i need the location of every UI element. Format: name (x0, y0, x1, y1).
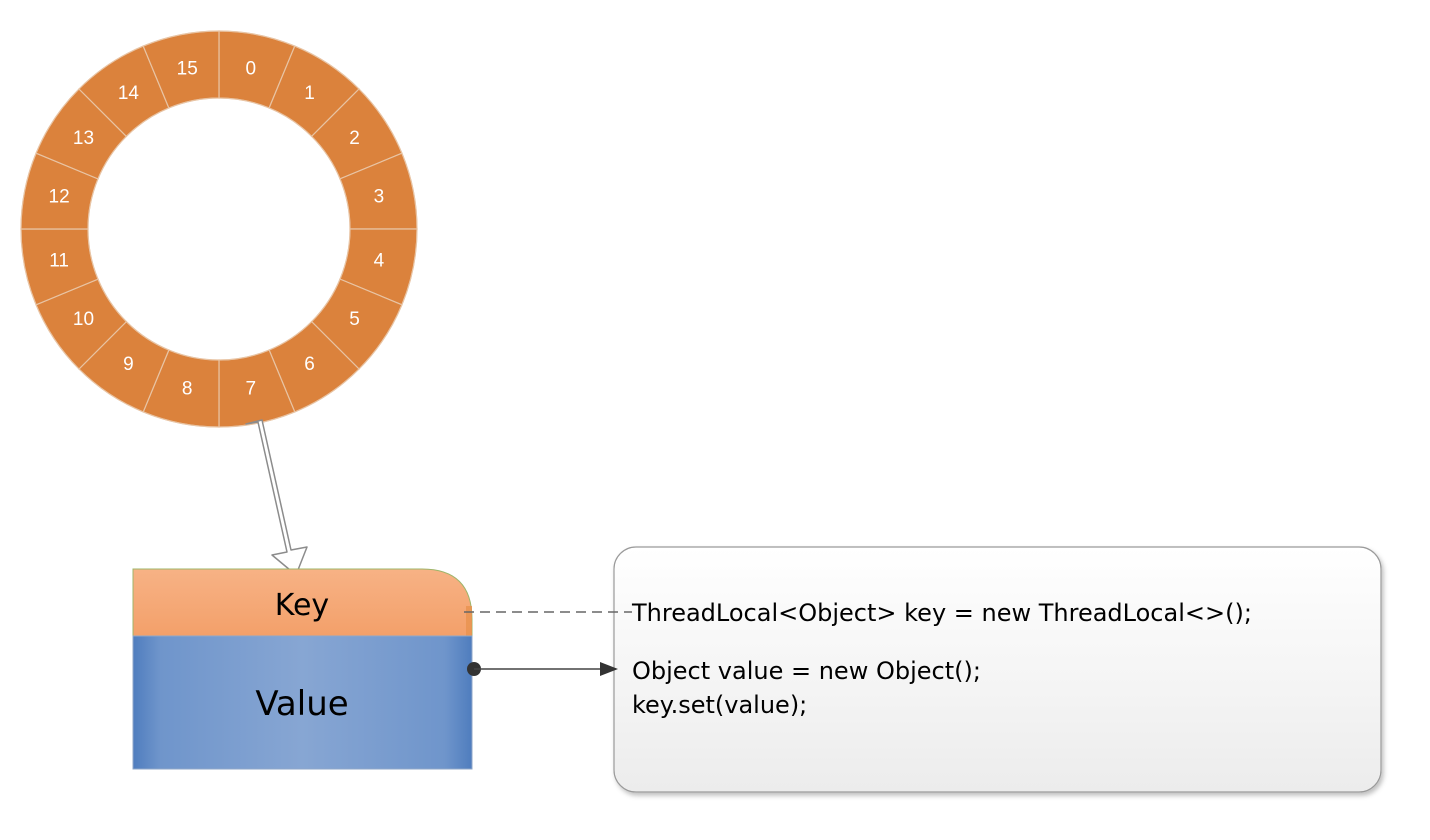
ring-slot-label-12: 12 (49, 187, 70, 208)
ring-slot-label-6: 6 (304, 354, 315, 375)
ring-slot-label-3: 3 (374, 187, 385, 208)
ring-slot-label-9: 9 (123, 354, 134, 375)
value-cell (132, 635, 473, 770)
value-label: Value (255, 684, 348, 724)
entry: Key Value (132, 568, 473, 770)
hollow-arrow (245, 419, 308, 576)
ring-slot-label-5: 5 (349, 309, 360, 330)
code-key-line: ThreadLocal<Object> key = new ThreadLoca… (631, 599, 1252, 627)
ring-slot-label-1: 1 (304, 83, 315, 104)
ring-slot-label-15: 15 (177, 59, 198, 80)
ring-slot-label-2: 2 (349, 128, 360, 149)
ring-slot-label-11: 11 (49, 250, 69, 271)
ring-slot-label-4: 4 (374, 250, 385, 271)
ring-outer-edge (20, 30, 418, 428)
key-cell-right-edge (466, 606, 472, 636)
ring-slot-label-0: 0 (246, 59, 257, 80)
ring-slot-label-10: 10 (73, 309, 94, 330)
code-value-line-2: key.set(value); (632, 691, 807, 719)
ring-slot-label-8: 8 (182, 378, 193, 399)
ring-slot-label-14: 14 (118, 83, 140, 104)
key-label: Key (275, 588, 329, 623)
code-value-line-1: Object value = new Object(); (632, 657, 981, 685)
ring-inner-edge (87, 97, 351, 361)
ring-slot-label-13: 13 (73, 128, 94, 149)
ring-slot-label-7: 7 (246, 378, 257, 399)
